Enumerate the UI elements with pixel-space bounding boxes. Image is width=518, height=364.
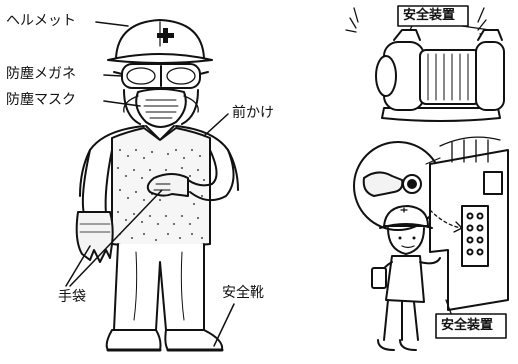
label-shoes: 安全靴 [222, 285, 264, 301]
leader-lines [65, 21, 235, 347]
label-helmet: ヘルメット [6, 13, 76, 29]
right-glove [146, 173, 189, 197]
label-gloves: 手袋 [58, 289, 86, 305]
panel-sign-board [435, 313, 507, 339]
left-safety-shoe [105, 329, 162, 351]
left-glove [75, 211, 114, 263]
label-apron: 前かけ [232, 105, 274, 121]
label-goggles: 防塵メガネ [6, 66, 76, 82]
panel-sign-text: 安全装置 [441, 318, 494, 333]
helmet-cross-icon [157, 28, 174, 43]
right-safety-shoe [164, 329, 224, 351]
worker-figure [75, 19, 239, 352]
grinder-sign-board [397, 5, 469, 27]
machine-panel-scene [353, 136, 509, 351]
grinder-sign-text: 安全装置 [403, 8, 456, 23]
bench-grinder [345, 7, 505, 122]
trousers [113, 243, 205, 331]
label-mask: 防塵マスク [6, 92, 76, 108]
small-worker-helmet [383, 205, 429, 227]
dust-mask [135, 88, 187, 128]
